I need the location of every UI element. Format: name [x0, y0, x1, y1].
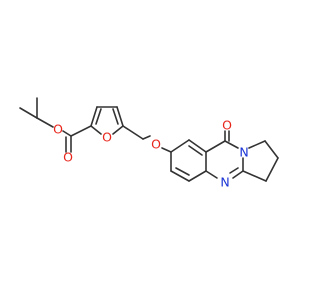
bond: [90, 106, 98, 127]
ketone-oxygen-atom: O: [222, 118, 232, 133]
bond: [188, 139, 207, 153]
bond: [116, 106, 124, 127]
bond: [265, 157, 279, 182]
bond: [188, 145, 203, 156]
bond: [205, 170, 218, 179]
background: [0, 0, 300, 300]
bond: [161, 147, 172, 153]
bond: [248, 140, 266, 149]
bond: [36, 117, 54, 128]
bond: [62, 130, 72, 137]
bond: [122, 125, 144, 140]
bond-lines: [19, 97, 279, 182]
bond: [188, 170, 207, 182]
bond: [19, 107, 38, 119]
imine-nitrogen-atom: N: [220, 175, 229, 190]
atom-labels: O O O O O N N: [53, 118, 249, 190]
ester-oxygen-atom: O: [53, 122, 63, 137]
bond: [170, 170, 190, 182]
bond: [95, 108, 102, 125]
molecule-structure-diagram: O O O O O N N: [0, 0, 300, 300]
ether-oxygen-atom: O: [151, 137, 161, 152]
bond: [112, 108, 119, 125]
bond: [232, 170, 244, 179]
bond: [112, 125, 124, 135]
bond: [242, 170, 267, 182]
bond: [90, 125, 102, 135]
ring-nitrogen-atom: N: [239, 145, 248, 160]
bond: [170, 139, 190, 153]
bond: [70, 125, 92, 137]
bond: [205, 140, 226, 153]
bond: [224, 140, 239, 149]
bond: [264, 140, 279, 159]
bond: [142, 135, 151, 140]
furan-oxygen-atom: O: [102, 130, 112, 145]
carbonyl-oxygen-atom: O: [63, 150, 73, 165]
bond: [175, 167, 190, 176]
bond: [229, 167, 239, 174]
